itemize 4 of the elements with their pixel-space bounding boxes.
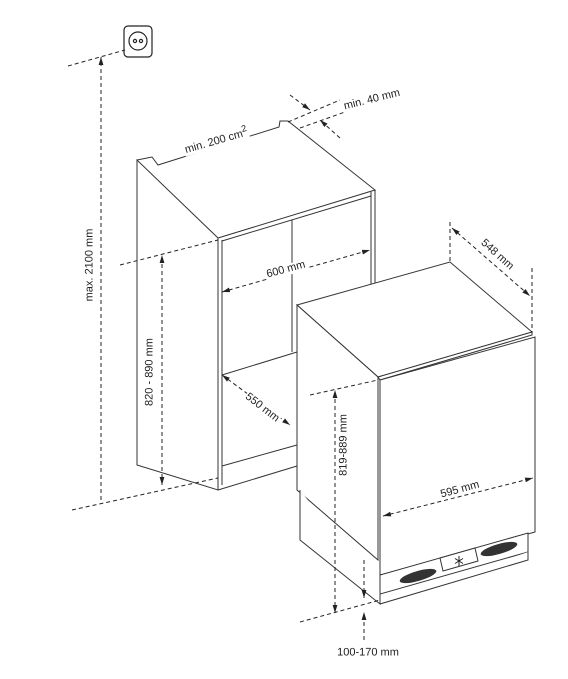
dimension-label: 100-170 mm <box>336 648 400 658</box>
dimension-label: 820 - 890 mm <box>144 337 156 407</box>
dimension-label: 819-889 mm <box>338 413 350 477</box>
dimension-label: max. 2100 mm <box>84 228 96 302</box>
